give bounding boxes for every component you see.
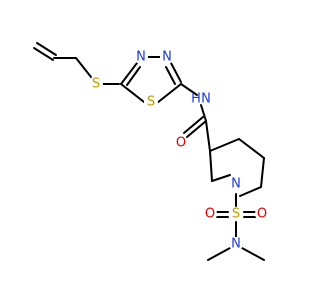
atom-o-sulfonyl-left: O <box>203 207 217 222</box>
bond-carbonyl-o-b <box>183 116 204 134</box>
bond-n-methyl-left <box>207 247 231 261</box>
atom-label-s-sulfonyl: S <box>232 207 240 222</box>
atom-o-carbonyl: O <box>174 136 188 151</box>
atom-label-n-amide: N <box>201 92 211 107</box>
atom-n-amide: N <box>199 92 213 107</box>
bond-c5-n4-a <box>120 62 138 85</box>
atom-n-dimethyl: N <box>229 237 243 252</box>
atom-label-n-dimethyl: N <box>231 237 241 252</box>
bond-carbonyl-c3 <box>205 120 211 152</box>
atom-label-s-thioether: S <box>92 77 100 92</box>
bond-c2-s1 <box>156 83 182 104</box>
atom-label-o-carbonyl: O <box>176 136 186 151</box>
bond-s1-c5 <box>120 83 145 103</box>
atom-s-sulfonyl: S <box>229 207 243 222</box>
atom-n-ring-upper: N <box>134 50 148 65</box>
atom-label-o-sulfonyl-right: O <box>257 207 267 222</box>
bond-n1-c2 <box>211 174 231 182</box>
atom-label-n-ring-right: N <box>162 50 172 65</box>
bond-c2-nh <box>180 83 198 96</box>
bond-carbonyl-o-a <box>186 120 207 138</box>
bond-allyl-s <box>75 57 92 78</box>
atom-label-o-sulfonyl-left: O <box>205 207 215 222</box>
atom-o-sulfonyl-right: O <box>255 207 269 222</box>
bond-c5-n4-b <box>126 66 141 86</box>
bond-vinyl-double-a <box>33 47 54 61</box>
bond-c4-c5 <box>238 138 265 159</box>
atom-s-thioether: S <box>89 77 103 92</box>
atom-label-n-piperidine: N <box>231 177 241 192</box>
bond-n-methyl-right <box>241 247 265 261</box>
bond-nh-carbonyl <box>200 104 207 122</box>
bond-c2-c3 <box>209 150 213 182</box>
atom-label-s-ring: S <box>147 95 155 110</box>
bond-n3-c2-a <box>170 62 182 83</box>
atom-label-h-amide: H <box>191 92 201 107</box>
atom-label-n-ring-upper: N <box>136 50 146 65</box>
atom-s-ring: S <box>144 95 158 110</box>
bond-c5-c6 <box>260 157 265 188</box>
bond-c3-c4 <box>209 138 240 152</box>
bond-n3-c2-b <box>165 66 176 85</box>
atom-n-piperidine: N <box>229 177 243 192</box>
atom-n-ring-right: N <box>160 50 174 65</box>
bond-c6-n1 <box>239 186 262 197</box>
structure-svg: S N N S N H O N <box>33 42 269 261</box>
atom-h-amide: H <box>191 92 201 107</box>
bond-vinyl-double-b <box>36 42 57 56</box>
molecule-structure: S N N S N H O N <box>33 42 269 261</box>
